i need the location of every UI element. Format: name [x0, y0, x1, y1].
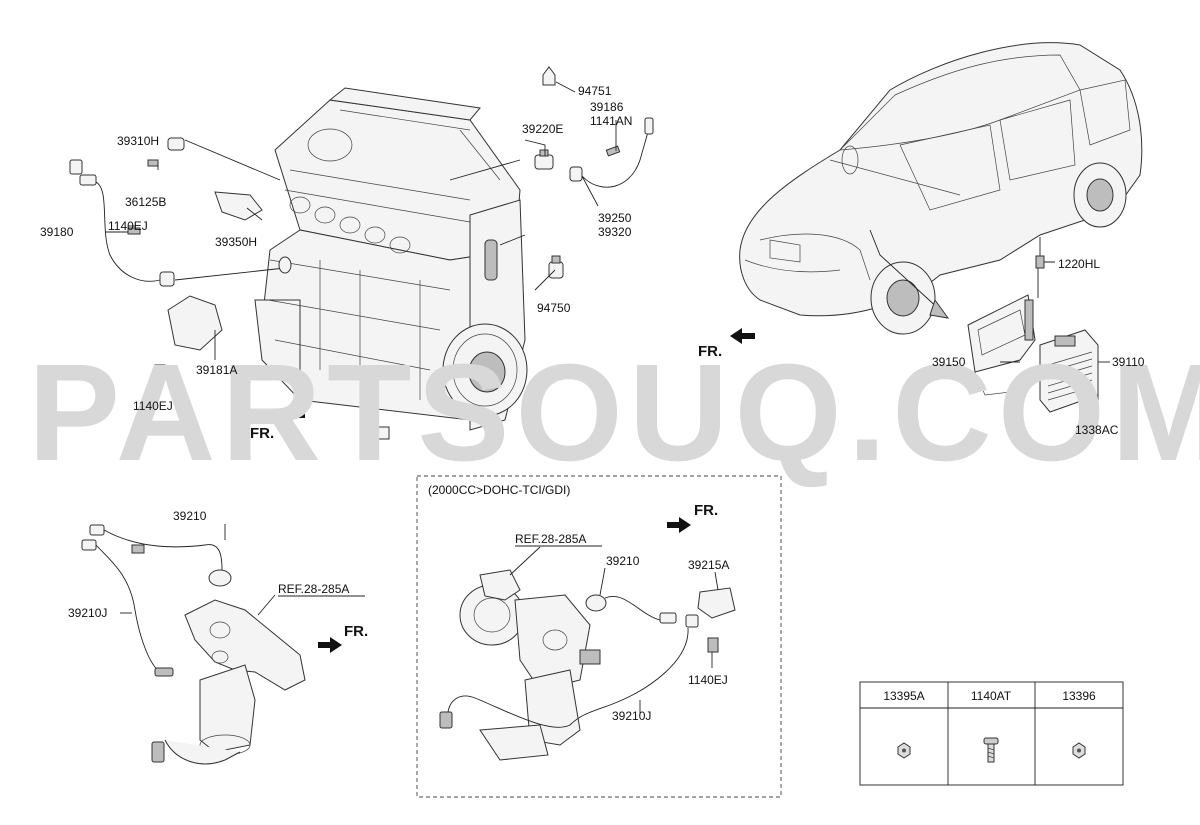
watermark-text: PARTSOUQ.COM — [28, 336, 1200, 490]
part-39250-oxygen-sensor-drawing — [569, 117, 654, 188]
engine-assembly-drawing — [254, 87, 528, 440]
label-39210J-right: 39210J — [612, 709, 651, 723]
label-39150: 39150 — [932, 355, 966, 369]
label-39250: 39250 — [598, 211, 632, 225]
fr-label-variant: FR. — [694, 502, 718, 519]
fasteners-table: 13395A 1140AT 13396 — [859, 681, 1124, 786]
part-39350H-bracket-drawing — [214, 191, 263, 221]
part-39220E-sensor-drawing — [534, 149, 554, 170]
bolt-icon — [983, 737, 999, 763]
part-1220HL-bolt-drawing — [1035, 255, 1045, 269]
exhaust-manifold-left-drawing — [151, 569, 306, 765]
label-39310H: 39310H — [117, 134, 159, 148]
front-direction-arrow-vehicle — [730, 328, 755, 344]
part-39210-oxygen-sensor-right-drawing — [439, 594, 699, 729]
part-1140EJ-bolt-right-drawing — [707, 637, 719, 653]
label-39220E: 39220E — [522, 122, 563, 136]
part-39180-knock-sensor-harness-drawing — [69, 159, 292, 287]
part-39215A-bracket-drawing — [697, 587, 736, 619]
label-39110: 39110 — [1112, 355, 1145, 369]
label-94751: 94751 — [578, 84, 612, 98]
fr-label-engine: FR. — [250, 425, 274, 442]
nut-icon — [1072, 742, 1086, 759]
label-ref-28-285A-left: REF.28-285A — [278, 582, 349, 596]
variant-box-title: (2000CC>DOHC-TCI/GDI) — [428, 483, 570, 497]
fr-label-vehicle: FR. — [698, 343, 722, 360]
label-39210-left: 39210 — [173, 509, 207, 523]
part-94751-sensor-drawing — [542, 66, 556, 86]
part-39210-oxygen-sensor-left-drawing — [81, 524, 223, 677]
nut-icon — [897, 742, 911, 759]
label-39350H: 39350H — [215, 235, 257, 249]
label-ref-28-285A-right: REF.28-285A — [515, 532, 586, 546]
part-94750-sensor-drawing — [548, 255, 564, 279]
part-39110-ecu-drawing — [1039, 329, 1099, 413]
table-header-13395A: 13395A — [883, 689, 924, 703]
part-39150-ecu-bracket-drawing — [967, 294, 1036, 411]
turbo-exhaust-manifold-drawing — [459, 569, 601, 761]
vehicle-drawing — [739, 42, 1143, 335]
part-labels: 94751 39186 1141AN 39220E 39310H 36125B … — [40, 84, 1145, 723]
label-1140EJ-left: 1140EJ — [133, 399, 173, 413]
label-1140EJ-top: 1140EJ — [108, 219, 148, 233]
label-1220HL: 1220HL — [1058, 257, 1100, 271]
label-1338AC: 1338AC — [1075, 423, 1119, 437]
label-39320: 39320 — [598, 225, 632, 239]
part-39181A-heat-shield-drawing — [167, 295, 223, 351]
front-direction-arrow-exhaust — [318, 637, 342, 653]
label-39180: 39180 — [40, 225, 74, 239]
fr-label-exhaust: FR. — [344, 623, 368, 640]
label-39210J-left: 39210J — [68, 606, 107, 620]
label-94750: 94750 — [537, 301, 571, 315]
label-39186: 39186 — [590, 100, 624, 114]
label-1140EJ-right: 1140EJ — [688, 673, 728, 687]
variant-dashed-box — [416, 475, 782, 798]
label-1141AN: 1141AN — [590, 114, 632, 128]
label-39215A: 39215A — [688, 558, 729, 572]
label-36125B: 36125B — [125, 195, 166, 209]
part-39310H-sensor-drawing — [147, 137, 185, 167]
label-39181A: 39181A — [196, 363, 237, 377]
front-direction-arrow-engine — [280, 407, 305, 423]
table-header-13396: 13396 — [1062, 689, 1096, 703]
label-39210-right: 39210 — [606, 554, 640, 568]
front-direction-arrow-variant — [667, 517, 691, 533]
table-header-1140AT: 1140AT — [971, 689, 1012, 703]
